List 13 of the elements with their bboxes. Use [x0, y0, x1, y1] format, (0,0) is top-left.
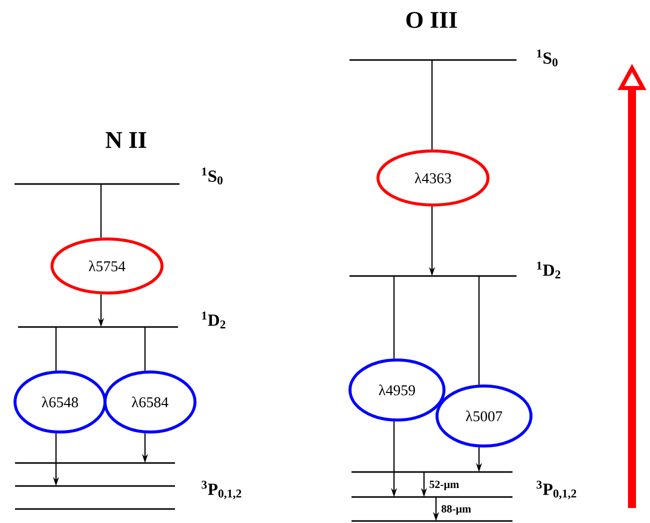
energy-level-line: [14, 183, 180, 185]
ion-title: O III: [406, 12, 457, 28]
ion-title: N II: [106, 132, 146, 148]
energy-level-line: [350, 59, 516, 61]
term-symbol: $^{1}$S$_{0}$: [202, 168, 223, 184]
energy-level-line: [15, 508, 175, 510]
term-symbol: $^{1}$D$_{2}$: [202, 312, 226, 328]
term-symbol: $^{1}$S$_{0}$: [537, 50, 558, 66]
term-symbol: $^{3}$P$_{0,1,2}$: [536, 480, 576, 500]
term-symbol: $^{1}$D$_{2}$: [537, 262, 560, 278]
edge-label: 88-μm: [440, 504, 472, 516]
term-symbol: $^{3}$P$_{0,1,2}$: [202, 480, 242, 500]
edge-label: 52-μm: [428, 480, 460, 492]
